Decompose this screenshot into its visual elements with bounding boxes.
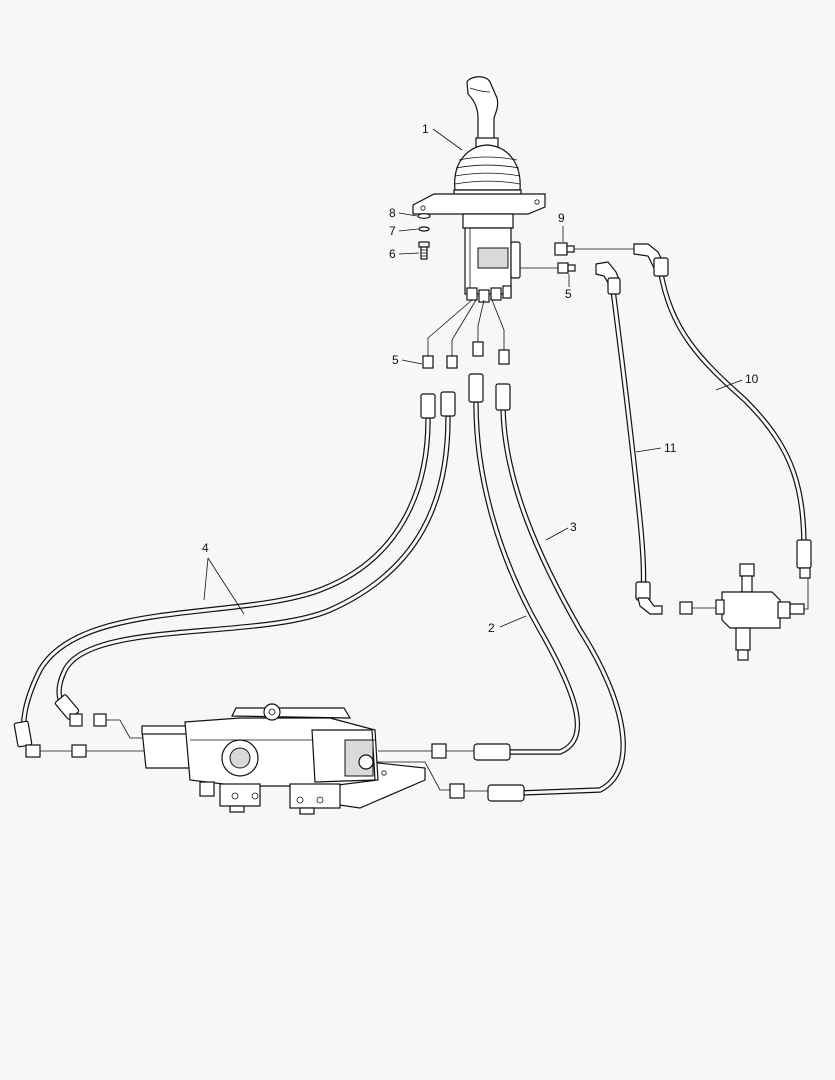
joystick-assembly [412, 76, 546, 358]
callout-2: 2 [488, 621, 495, 635]
auxiliary-valve [715, 563, 809, 661]
fittings [13, 242, 812, 802]
callout-3: 3 [570, 520, 577, 534]
callout-10: 10 [745, 372, 759, 386]
callouts: 1 8 7 6 9 5 5 10 11 3 4 2 [202, 122, 759, 635]
callout-4: 4 [202, 541, 209, 555]
hoses [20, 265, 807, 796]
callout-5-upper: 5 [565, 287, 572, 301]
callout-11: 11 [664, 441, 677, 455]
callout-5-lower: 5 [392, 353, 399, 367]
callout-7: 7 [389, 224, 396, 238]
mounting-hardware [417, 213, 431, 260]
callout-6: 6 [389, 247, 396, 261]
callout-9: 9 [558, 211, 565, 225]
control-valve-block [141, 703, 426, 815]
callout-1: 1 [422, 122, 429, 136]
callout-8: 8 [389, 206, 396, 220]
